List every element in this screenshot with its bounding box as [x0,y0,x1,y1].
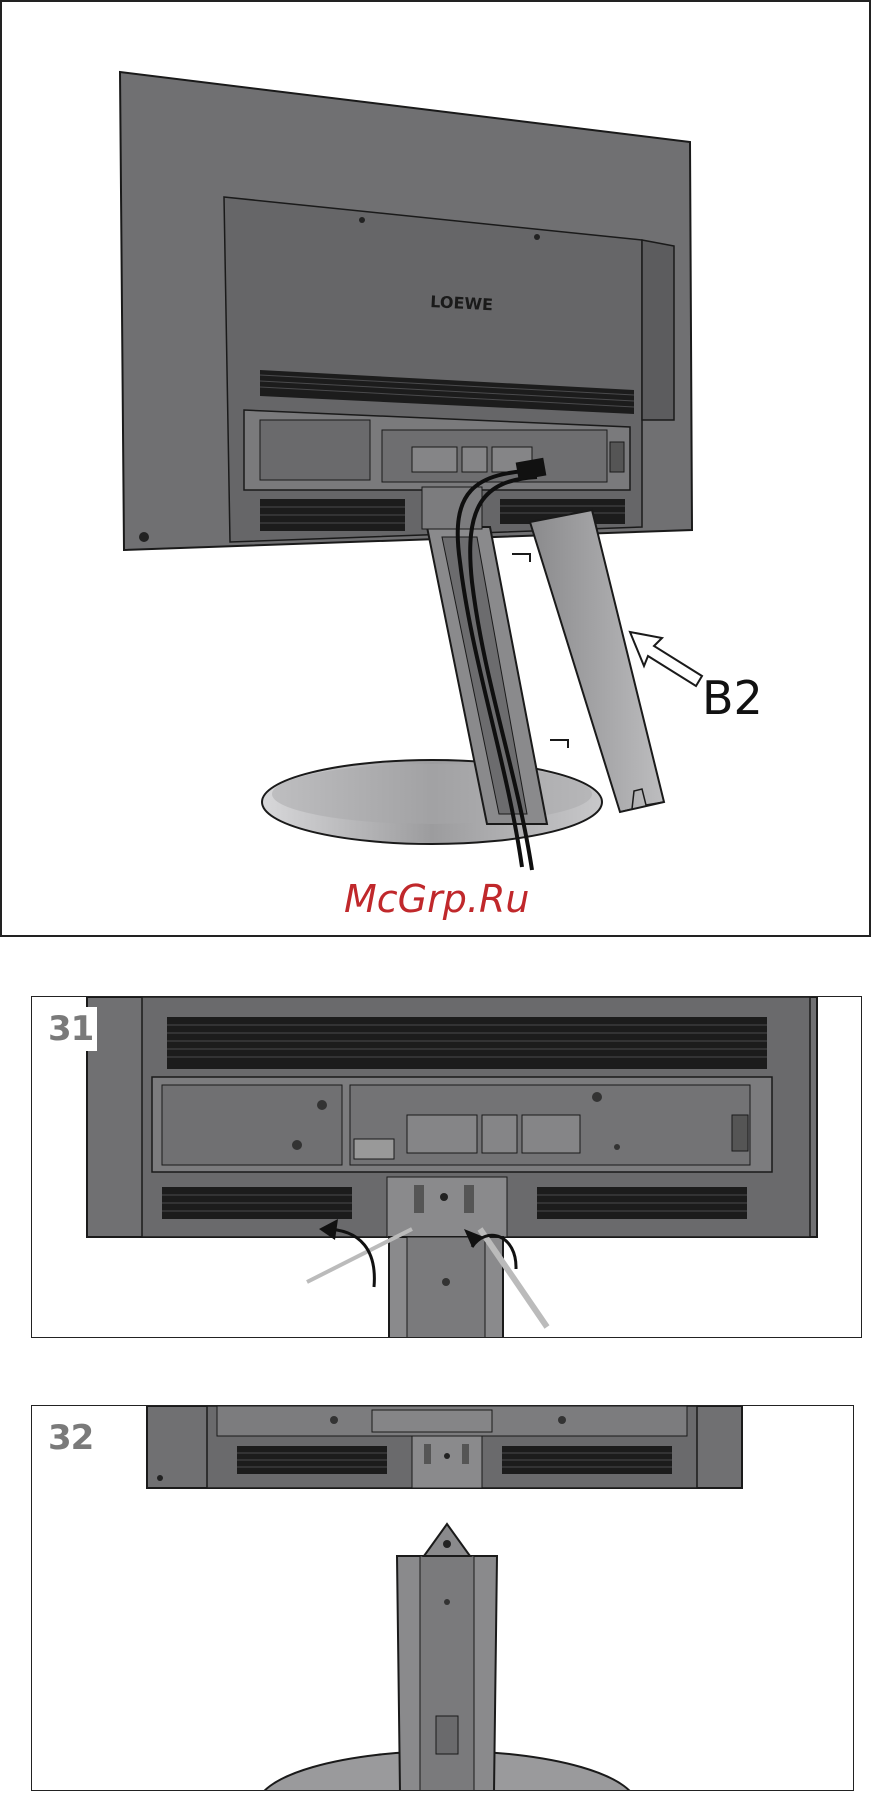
figure-31-panel: 31 [31,996,862,1338]
step-number-32: 32 [44,1416,97,1460]
figure-32-panel: 32 [31,1405,854,1791]
brand-logo: LOEWE [430,292,494,314]
step-number-31: 31 [44,1007,97,1051]
callout-arrow [630,632,702,686]
watermark-text: McGrp.Ru [344,877,529,921]
figure-31-illustration [32,997,862,1338]
figure-top-panel: LOEWE [0,0,871,937]
figure-32-illustration [32,1406,854,1791]
lower-vent-left [260,499,405,531]
side-module [642,240,674,420]
callout-label-b2: B2 [702,671,763,725]
tv-rear-stand-illustration: LOEWE [2,2,871,937]
